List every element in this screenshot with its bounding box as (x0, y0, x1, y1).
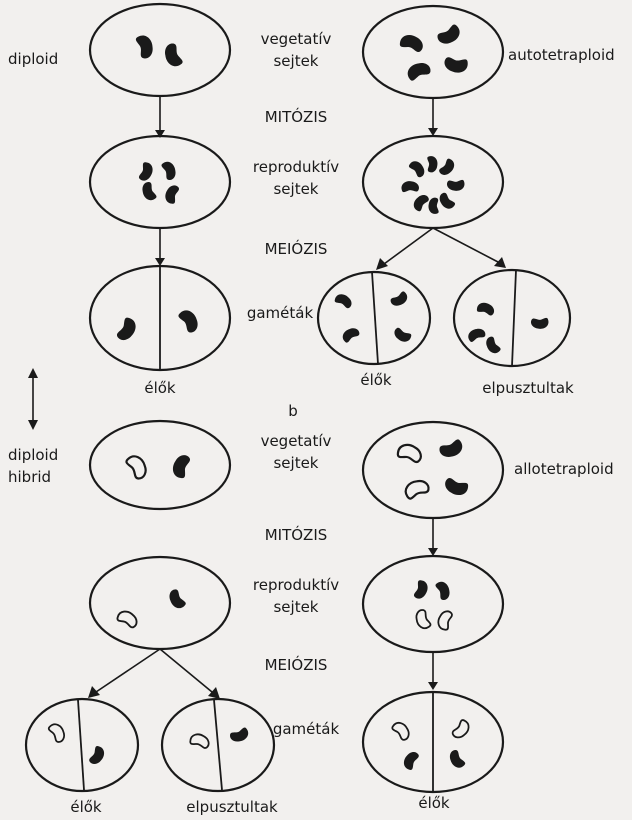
label-cells: sejtek (273, 454, 318, 472)
cell-diploid-hybrid-reproductive (90, 557, 230, 649)
cell-allotetraploid-reproductive (363, 556, 503, 652)
label-survivors: élők (360, 371, 392, 389)
cell-allotetraploid-gametes (363, 692, 503, 792)
cell-diploid-reproductive (90, 136, 230, 228)
label-vegetative: vegetatív (261, 30, 332, 48)
label-cells: sejtek (273, 598, 318, 616)
label-gametes: gaméták (247, 304, 314, 322)
arrows (28, 96, 506, 699)
label-survivors: élők (70, 798, 102, 816)
cell-autotetraploid-reproductive (363, 136, 503, 228)
label-gametes: gaméták (273, 720, 340, 738)
label-vegetative: vegetatív (261, 432, 332, 450)
label-died: elpusztultak (482, 379, 574, 397)
cell-autotetraploid-gametes-survivors (318, 272, 430, 364)
cell-allotetraploid-vegetative (363, 422, 503, 518)
label-mitosis: MITÓZIS (265, 525, 328, 544)
label-cells: sejtek (273, 180, 318, 198)
cell-diploid-hybrid-gametes-survivors (26, 699, 138, 791)
label-reproductive: reproduktív (253, 576, 339, 594)
label-survivors: élők (144, 379, 176, 397)
label-mitosis: MITÓZIS (265, 107, 328, 126)
cell-diploid-hybrid-vegetative (90, 421, 230, 509)
label-meiosis: MEIÓZIS (265, 239, 328, 258)
label-cells: sejtek (273, 52, 318, 70)
label-reproductive: reproduktív (253, 158, 339, 176)
label-autotetraploid: autotetraploid (508, 46, 615, 64)
cell-diploid-gametes (90, 266, 230, 370)
label-meiosis: MEIÓZIS (265, 655, 328, 674)
label-part-b: b (288, 402, 298, 420)
cell-diploid-vegetative (90, 4, 230, 96)
cell-autotetraploid-gametes-dead (454, 270, 570, 366)
labels: diploid autotetraploid vegetatív sejtek … (8, 30, 615, 816)
label-died: elpusztultak (186, 798, 278, 816)
cell-autotetraploid-vegetative (363, 6, 503, 98)
label-diploid: diploid (8, 50, 58, 68)
label-hybrid: hibrid (8, 468, 51, 486)
label-allotetraploid: allotetraploid (514, 460, 614, 478)
label-survivors: élők (418, 794, 450, 812)
label-diploid: diploid (8, 446, 58, 464)
cell-diploid-hybrid-gametes-dead (162, 699, 274, 791)
